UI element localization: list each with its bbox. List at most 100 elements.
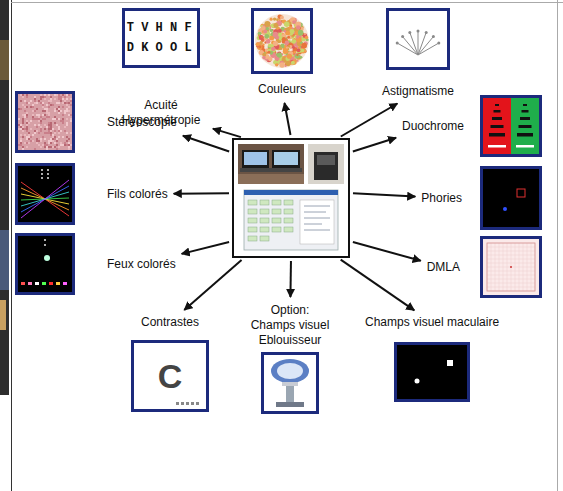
software-illustration-part-part xyxy=(260,218,269,223)
astigmatism-fan xyxy=(389,11,447,67)
software-illustration-part-part xyxy=(284,200,293,205)
random-dot-stereogram-part-part xyxy=(56,140,58,142)
module-caption: Contrastes xyxy=(141,315,199,330)
random-dot-stereogram-part-part xyxy=(68,114,70,116)
random-dot-stereogram-part-part xyxy=(40,98,42,100)
random-dot-stereogram-part-part xyxy=(52,138,54,140)
random-dot-stereogram-part-part xyxy=(32,140,34,142)
random-dot-stereogram-part-part xyxy=(66,94,68,96)
ishihara-plate-part-part xyxy=(277,52,282,57)
random-dot-stereogram-part-part xyxy=(30,136,32,138)
random-dot-stereogram-part-part xyxy=(52,140,54,142)
random-dot-stereogram-part-part xyxy=(18,108,20,110)
module-caption: Astigmatisme xyxy=(382,84,454,99)
phoria-target-part xyxy=(503,207,507,211)
random-dot-stereogram-part-part xyxy=(24,106,26,108)
test-module: Couleurs xyxy=(248,5,316,100)
random-dot-stereogram-part-part xyxy=(54,110,56,112)
random-dot-stereogram-part-part xyxy=(64,142,66,144)
random-dot-stereogram-part-part xyxy=(20,138,22,140)
random-dot-stereogram-part-part xyxy=(36,130,38,132)
contrast-chart-part-part xyxy=(181,402,184,405)
software-illustration-part xyxy=(242,150,269,168)
random-dot-stereogram-part-part xyxy=(44,138,46,140)
random-dot-stereogram-part-part xyxy=(38,132,40,134)
random-dot-stereogram-part-part xyxy=(40,128,42,130)
random-dot-stereogram-part-part xyxy=(46,116,48,118)
random-dot-stereogram-part-part xyxy=(64,102,66,104)
ishihara-plate-part-part xyxy=(286,31,291,36)
duochrome-chart-part-part xyxy=(519,125,532,128)
random-dot-stereogram-part-part xyxy=(18,144,20,146)
random-dot-stereogram-part-part xyxy=(50,126,52,128)
test-thumbnail xyxy=(480,95,542,157)
random-dot-stereogram-part-part xyxy=(40,94,42,96)
arrow-connector xyxy=(289,261,292,297)
random-dot-stereogram-part-part xyxy=(34,124,36,126)
random-dot-stereogram-part-part xyxy=(58,130,60,132)
random-dot-stereogram-part-part xyxy=(52,136,54,138)
random-dot-stereogram-part-part xyxy=(34,132,36,134)
random-dot-stereogram-part-part xyxy=(36,118,38,120)
connector-group xyxy=(174,103,421,310)
random-dot-stereogram-part-part xyxy=(20,140,22,142)
random-dot-stereogram-part-part xyxy=(44,124,46,126)
ishihara-plate-part-part xyxy=(288,35,292,39)
colored-wires-part xyxy=(18,166,72,222)
arrow-connector xyxy=(353,138,396,152)
software-illustration-part xyxy=(234,140,348,256)
random-dot-stereogram-part-part xyxy=(50,132,52,134)
random-dot-stereogram-part-part xyxy=(48,128,50,130)
random-dot-stereogram-part-part xyxy=(32,116,34,118)
random-dot-stereogram-part-part xyxy=(50,128,52,130)
random-dot-stereogram-part-part xyxy=(40,126,42,128)
ishihara-plate-part-part xyxy=(304,33,306,35)
software-illustration-part-part xyxy=(304,218,330,219)
random-dot-stereogram-part-part xyxy=(26,136,28,138)
colored-wires-part-part xyxy=(41,169,43,171)
random-dot-stereogram-part-part xyxy=(22,128,24,130)
random-dot-stereogram-part-part xyxy=(62,144,64,146)
duochrome-chart-part-part xyxy=(491,125,504,128)
photo-strip xyxy=(0,0,9,395)
test-thumbnail xyxy=(15,91,75,153)
macular-field xyxy=(397,345,467,399)
ishihara-plate-part-part xyxy=(285,61,290,66)
random-dot-stereogram-part-part xyxy=(42,144,44,146)
random-dot-stereogram-part-part xyxy=(34,130,36,132)
random-dot-stereogram-part-part xyxy=(70,114,72,116)
amsler-grid-part-part xyxy=(511,243,512,291)
random-dot-stereogram-part-part xyxy=(68,138,70,140)
software-illustration-part xyxy=(240,168,271,172)
random-dot-stereogram-part-part xyxy=(20,128,22,130)
random-dot-stereogram-part-part xyxy=(44,142,46,144)
module-caption: Couleurs xyxy=(258,82,306,97)
duochrome-chart-part-part xyxy=(516,145,534,148)
random-dot-stereogram-part-part xyxy=(40,140,42,142)
random-dot-stereogram-part-part xyxy=(32,104,34,106)
random-dot-stereogram-part-part xyxy=(44,128,46,130)
arrow-connector xyxy=(174,192,229,194)
random-dot-stereogram-part-part xyxy=(20,134,22,136)
colored-wires-part-part xyxy=(47,169,49,171)
ishihara-plate-part-part xyxy=(261,36,263,38)
ishihara-plate-part-part xyxy=(287,36,290,39)
software-illustration-part-part xyxy=(272,200,281,205)
random-dot-stereogram-part-part xyxy=(68,146,70,148)
random-dot-stereogram-part-part xyxy=(28,138,30,140)
random-dot-stereogram-part-part xyxy=(68,148,70,150)
ishihara-plate-part-part xyxy=(300,56,303,59)
software-illustration-part xyxy=(274,152,298,165)
colored-lights-part xyxy=(18,236,72,292)
ishihara-plate-part-part xyxy=(298,46,300,48)
random-dot-stereogram-part-part xyxy=(44,118,46,120)
random-dot-stereogram-part-part xyxy=(50,130,52,132)
colored-wires-part-part xyxy=(41,173,43,175)
test-module: Duochrome xyxy=(399,92,545,160)
random-dot-stereogram-part-part xyxy=(56,138,58,140)
amsler-grid-part-part xyxy=(487,287,535,288)
random-dot-stereogram-part-part xyxy=(56,108,58,110)
random-dot-stereogram-part-part xyxy=(66,102,68,104)
random-dot-stereogram-part-part xyxy=(18,128,20,130)
random-dot-stereogram-part-part xyxy=(34,96,36,98)
